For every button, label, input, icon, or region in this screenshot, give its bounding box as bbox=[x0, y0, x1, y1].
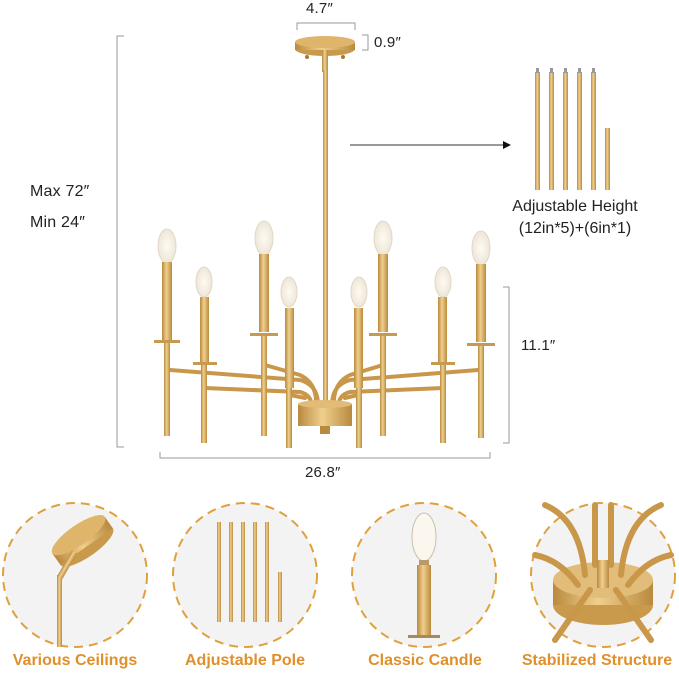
body-height-bracket bbox=[503, 286, 510, 444]
feature-circle-structure bbox=[530, 502, 676, 648]
max-height-label: Max 72″ bbox=[30, 183, 90, 200]
canopy-width-bracket bbox=[296, 22, 356, 30]
feature-label-structure: Stabilized Structure bbox=[521, 652, 673, 669]
min-height-label: Min 24″ bbox=[30, 214, 86, 231]
feature-circle-ceilings bbox=[2, 502, 148, 648]
center-bowl bbox=[298, 400, 352, 434]
adjustable-height-rods: (12in*5)+(6in*1) bbox=[518, 220, 632, 237]
canopy-height-bracket bbox=[362, 34, 369, 51]
candle-lights bbox=[154, 220, 495, 448]
adjustable-height-title: Adjustable Height bbox=[512, 198, 638, 215]
feature-label-ceilings: Various Ceilings bbox=[12, 652, 138, 669]
arrow-icon bbox=[350, 141, 511, 149]
feature-circle-pole bbox=[172, 502, 318, 648]
width-label: 26.8″ bbox=[305, 464, 341, 481]
canopy bbox=[295, 36, 355, 72]
canopy-height-label: 0.9″ bbox=[374, 34, 401, 51]
canopy-width-label: 4.7″ bbox=[306, 0, 333, 17]
feature-label-pole: Adjustable Pole bbox=[184, 652, 306, 669]
adjustable-rods bbox=[535, 68, 610, 190]
feature-circle-candle bbox=[351, 502, 497, 648]
total-height-bracket bbox=[116, 35, 124, 448]
feature-label-candle: Classic Candle bbox=[368, 652, 482, 669]
body-height-label: 11.1″ bbox=[521, 337, 556, 354]
width-bracket bbox=[159, 452, 491, 459]
downrod bbox=[323, 70, 328, 410]
